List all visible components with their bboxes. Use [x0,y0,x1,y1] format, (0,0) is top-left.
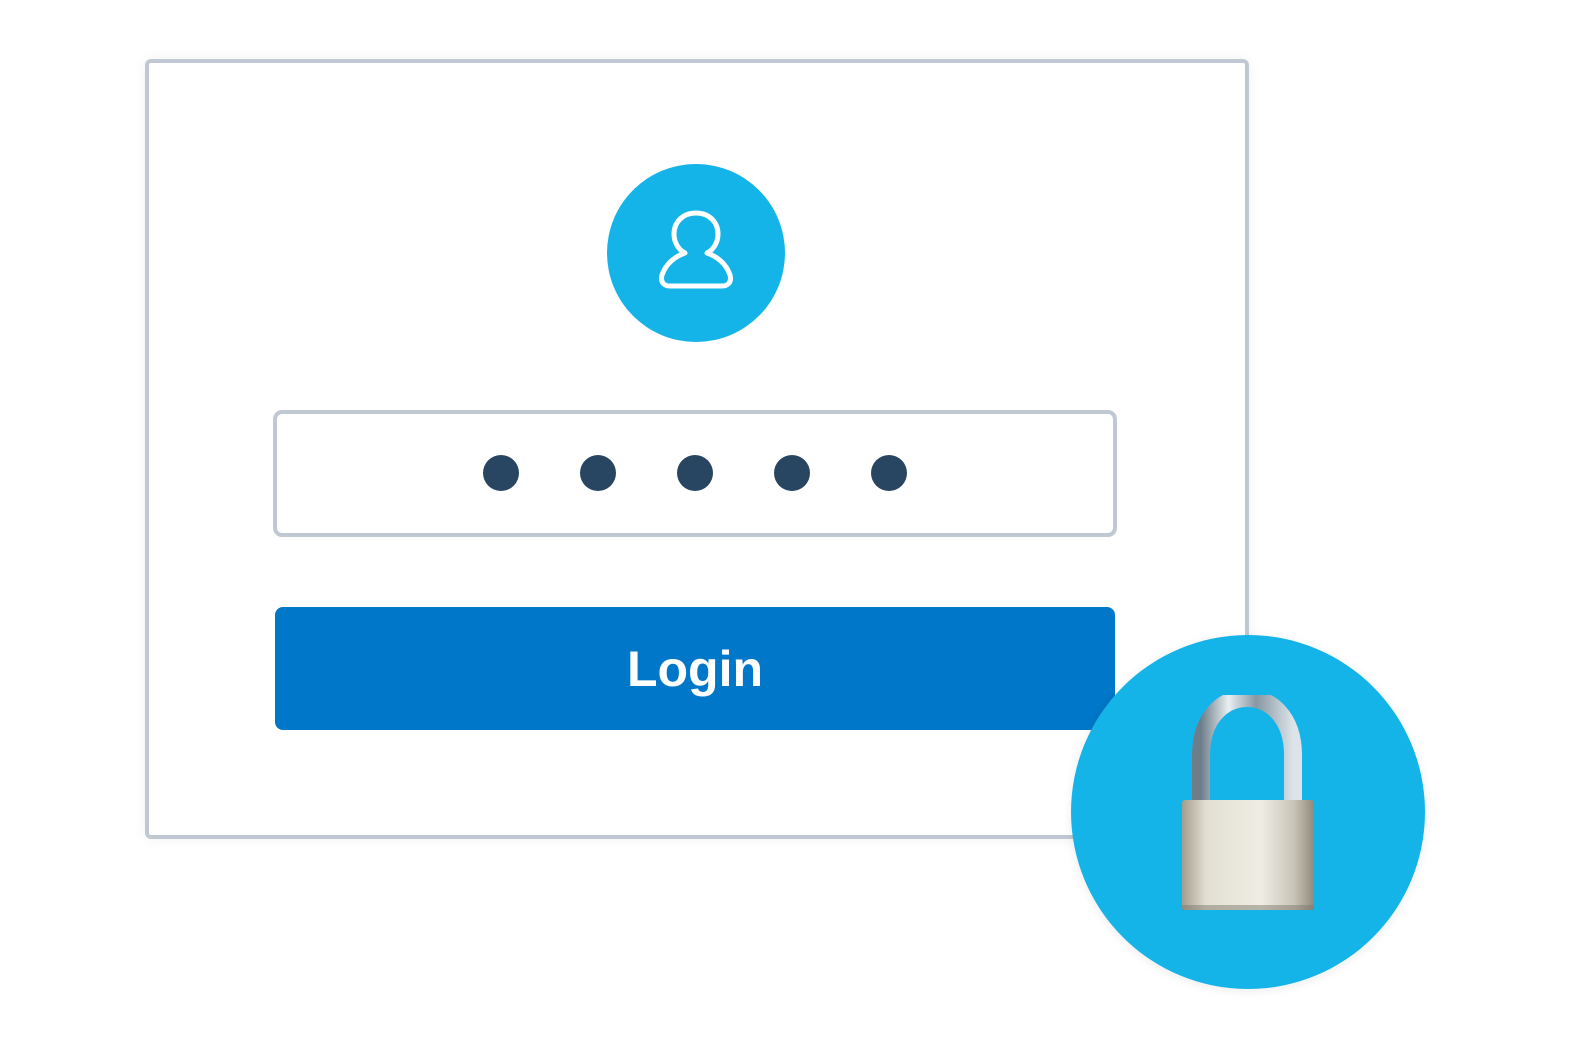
password-dot [871,455,907,491]
password-dot [677,455,713,491]
lock-badge [1071,635,1425,989]
password-dot [483,455,519,491]
login-button[interactable]: Login [275,607,1115,730]
login-button-label: Login [626,640,764,697]
avatar [607,164,785,342]
password-dot [580,455,616,491]
password-dot [774,455,810,491]
padlock-icon [1179,688,1319,920]
user-icon [646,201,746,306]
